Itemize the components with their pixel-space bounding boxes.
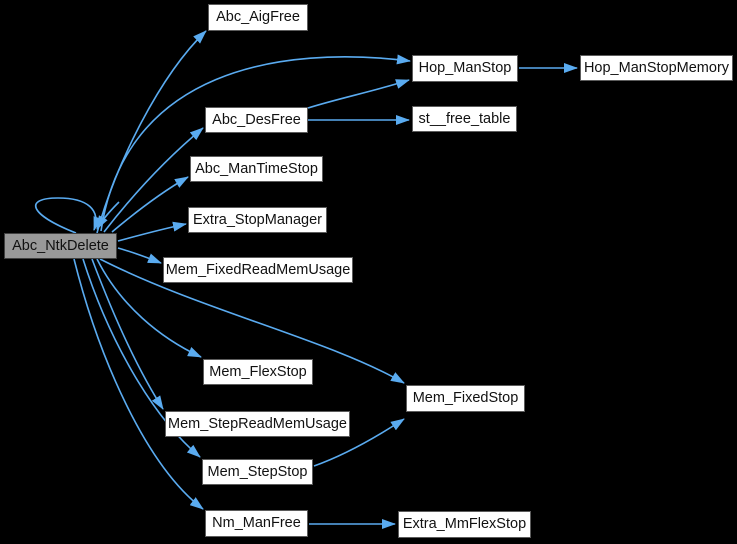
edge-abc_ntkdelete-to-mem_stepreadmemusage [91,258,164,410]
node-label: Nm_ManFree [212,515,301,532]
node-label: st__free_table [418,110,511,127]
node-mem_stepreadmemusage[interactable]: Mem_StepReadMemUsage [165,411,350,437]
node-nm_manfree[interactable]: Nm_ManFree [205,510,308,537]
node-mem_fixedstop[interactable]: Mem_FixedStop [406,385,525,412]
edge-abc_desfree-to-hop_manstop [307,79,410,109]
edge-abc_ntkdelete-to-abc_aigfree [96,30,207,234]
node-label: Mem_StepStop [207,463,308,480]
node-abc_mantimestop[interactable]: Abc_ManTimeStop [190,156,323,182]
node-st__free_table[interactable]: st__free_table [412,106,517,132]
node-label: Extra_MmFlexStop [402,516,527,533]
node-mem_fixedreadmemusage[interactable]: Mem_FixedReadMemUsage [163,257,353,283]
edge-abc_ntkdelete-to-abc_ntkdelete [34,197,104,234]
node-abc_ntkdelete[interactable]: Abc_NtkDelete [4,233,117,259]
node-abc_desfree[interactable]: Abc_DesFree [205,107,308,133]
edge-abc_ntkdelete-to-hop_manstop [100,54,411,232]
edge-abc_ntkdelete-to-mem_fixedreadmemusage [117,247,162,264]
edge-abc_ntkdelete-to-extra_stopmanager [117,221,187,242]
edge-abc_ntkdelete-to-nm_manfree [73,258,204,510]
node-label: Abc_NtkDelete [12,237,109,254]
node-label: Abc_ManTimeStop [195,160,318,177]
node-label: Mem_FixedStop [412,390,519,407]
node-hop_manstopmemory[interactable]: Hop_ManStopMemory [580,55,733,81]
node-label: Hop_ManStop [418,60,512,77]
node-hop_manstop[interactable]: Hop_ManStop [412,55,518,82]
edge-abc_ntkdelete-to-abc_mantimestop [111,176,189,233]
node-abc_aigfree[interactable]: Abc_AigFree [208,4,308,31]
node-label: Extra_StopManager [193,211,322,228]
node-label: Mem_FlexStop [209,363,307,380]
node-mem_flexstop[interactable]: Mem_FlexStop [203,359,313,385]
node-mem_stepstop[interactable]: Mem_StepStop [202,459,313,485]
node-label: Hop_ManStopMemory [583,59,730,76]
edge-abc_ntkdelete-to-abc_ntkdelete [96,201,120,230]
node-label: Abc_AigFree [216,9,300,26]
node-label: Mem_StepReadMemUsage [168,415,347,432]
node-extra_mmflexstop[interactable]: Extra_MmFlexStop [398,511,531,538]
node-label: Abc_DesFree [212,111,301,128]
node-label: Mem_FixedReadMemUsage [165,261,351,278]
node-extra_stopmanager[interactable]: Extra_StopManager [188,207,327,233]
